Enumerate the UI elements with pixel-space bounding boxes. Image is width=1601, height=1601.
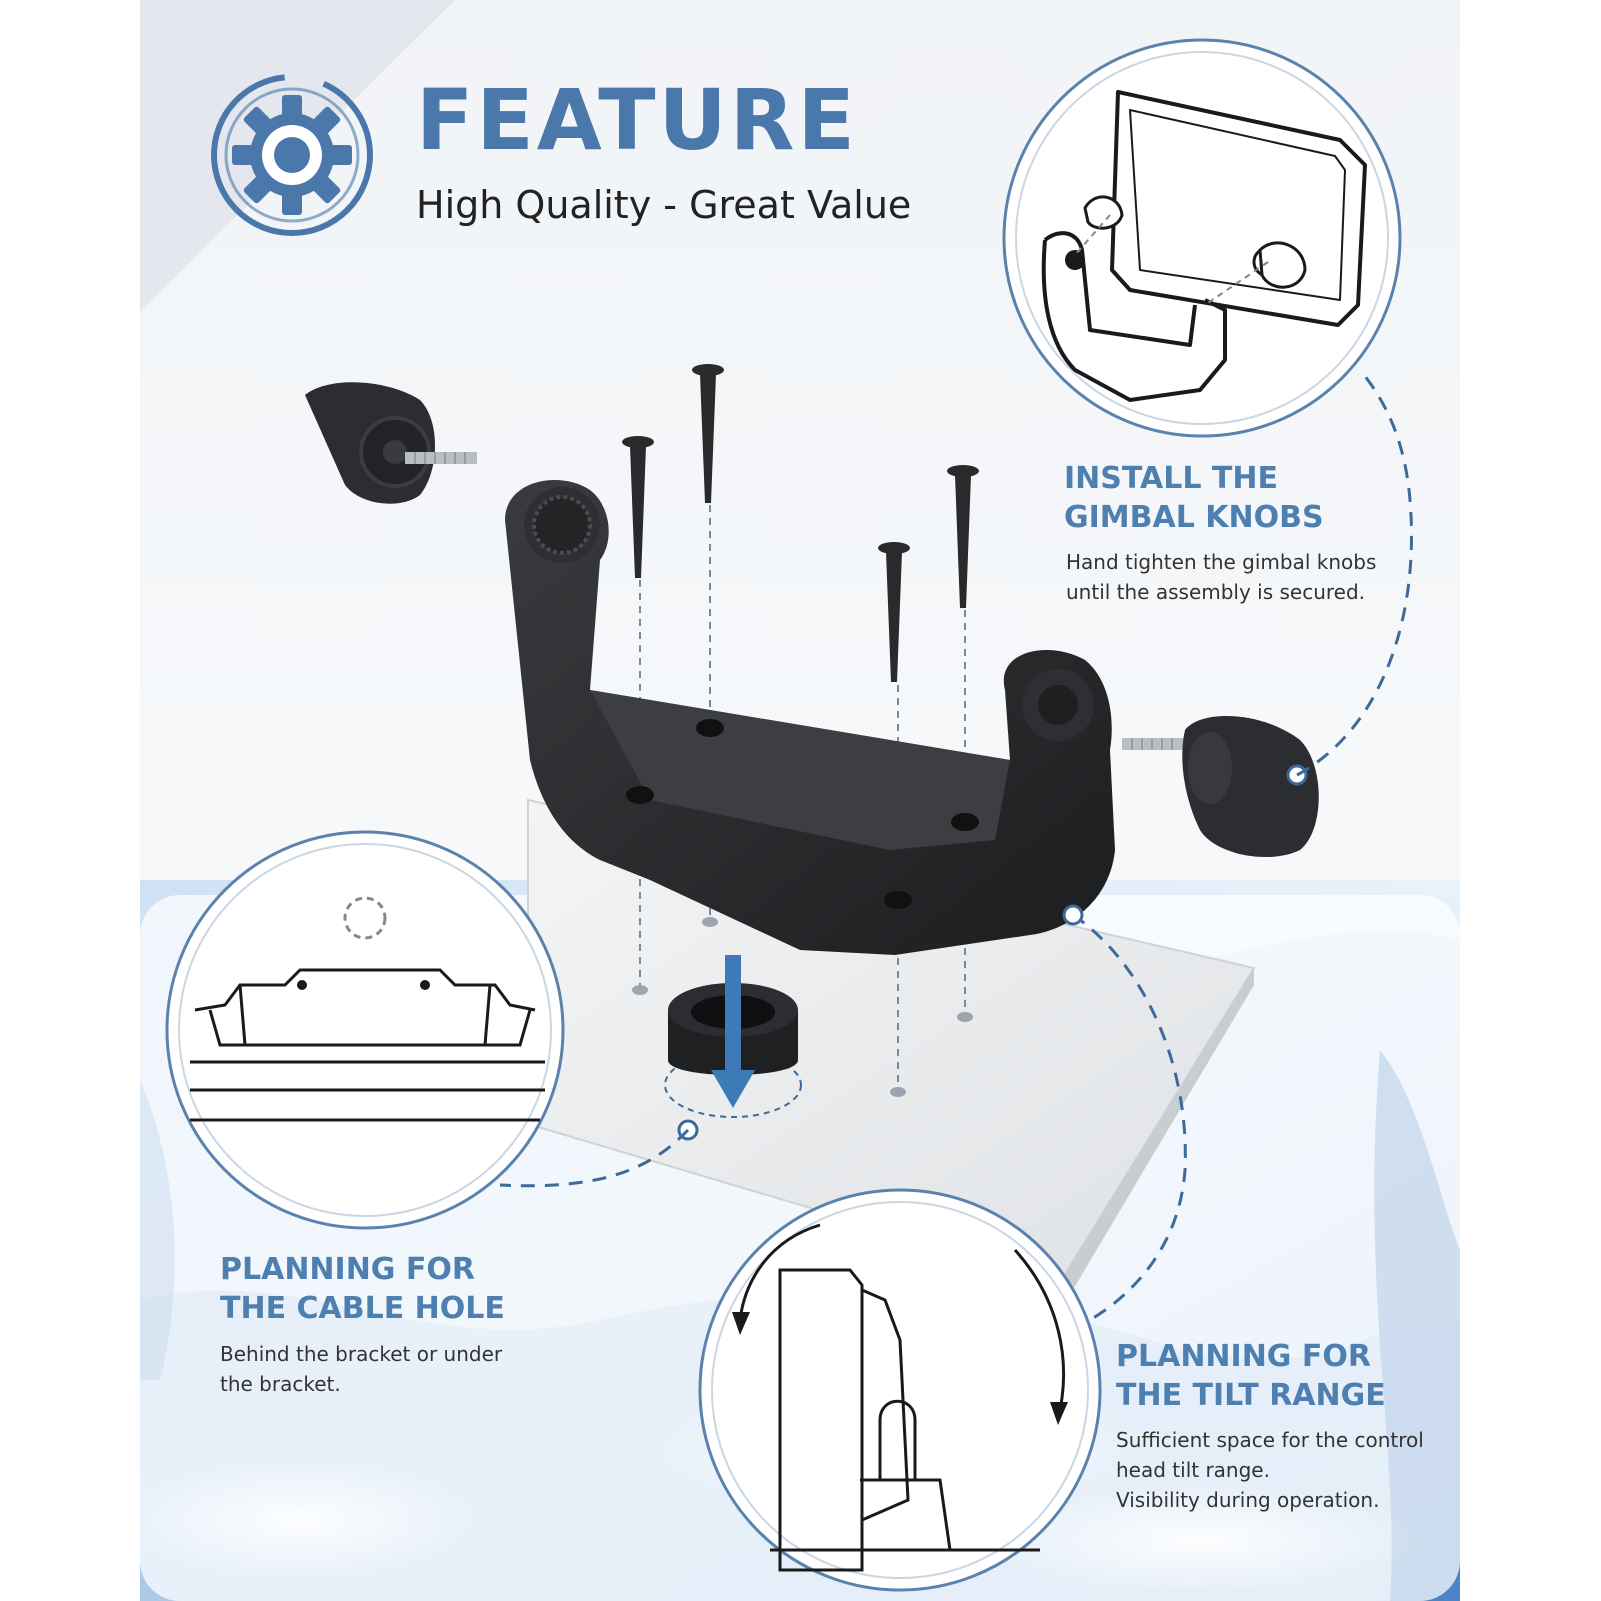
- cable-grommet: [664, 955, 802, 1141]
- cable-title-line: PLANNING FOR: [220, 1252, 475, 1287]
- gimbal-knob-right: [1122, 716, 1319, 858]
- callout-tilt-range: [698, 1188, 1102, 1592]
- screw: [622, 436, 654, 985]
- gimbal-knob-left: [305, 382, 477, 504]
- cable-section-body: Behind the bracket or under the bracket.: [220, 1339, 502, 1399]
- callout-connectors: [499, 369, 1414, 1322]
- gear-icon: [211, 74, 373, 236]
- page-title: FEATURE: [416, 71, 858, 169]
- tilt-title-line: THE TILT RANGE: [1116, 1378, 1386, 1413]
- tilt-section-body: Sufficient space for the control head ti…: [1116, 1425, 1424, 1515]
- cable-body-line: Behind the bracket or under: [220, 1342, 503, 1366]
- cable-title-line: THE CABLE HOLE: [220, 1291, 505, 1326]
- tilt-body-line: Sufficient space for the control: [1116, 1428, 1424, 1452]
- callout-cable-hole: [165, 830, 565, 1230]
- tilt-title-line: PLANNING FOR: [1116, 1339, 1371, 1374]
- install-body-line: Hand tighten the gimbal knobs: [1066, 550, 1377, 574]
- tilt-section-title: PLANNING FOR THE TILT RANGE: [1116, 1337, 1386, 1415]
- install-body-line: until the assembly is secured.: [1066, 580, 1366, 604]
- tilt-body-line: Visibility during operation.: [1116, 1488, 1380, 1512]
- cable-section-title: PLANNING FOR THE CABLE HOLE: [220, 1250, 505, 1328]
- tilt-body-line: head tilt range.: [1116, 1458, 1270, 1482]
- install-title-line: INSTALL THE: [1064, 461, 1278, 496]
- screw: [692, 364, 724, 920]
- gimbal-bracket: [505, 480, 1115, 955]
- mounting-screws: [622, 364, 979, 1097]
- install-section-title: INSTALL THE GIMBAL KNOBS: [1064, 459, 1324, 537]
- install-section-body: Hand tighten the gimbal knobs until the …: [1066, 547, 1376, 607]
- install-title-line: GIMBAL KNOBS: [1064, 500, 1324, 535]
- page-subtitle: High Quality - Great Value: [416, 183, 912, 227]
- callout-install-gimbal: [1002, 38, 1402, 438]
- cable-body-line: the bracket.: [220, 1372, 341, 1396]
- screw: [947, 465, 979, 1015]
